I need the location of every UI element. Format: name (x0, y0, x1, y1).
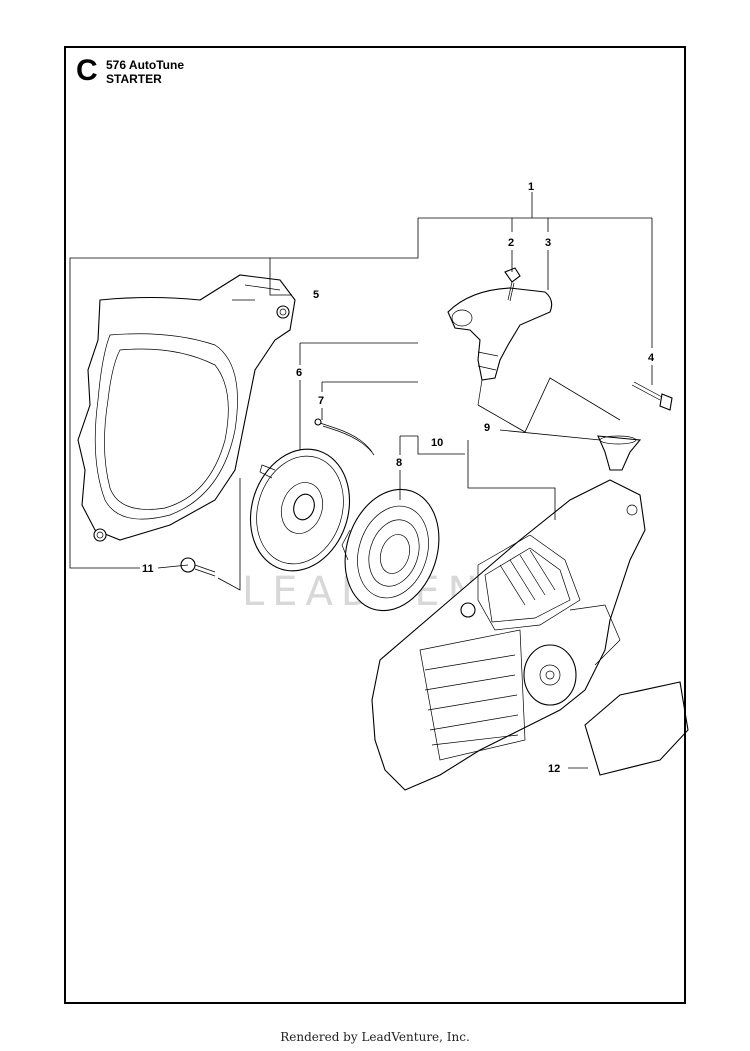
callout-1: 1 (528, 181, 534, 193)
callout-4: 4 (648, 352, 655, 364)
callout-5: 5 (313, 289, 319, 301)
part-2-screw[interactable] (504, 267, 521, 302)
callout-8: 8 (396, 457, 402, 469)
assembly-name: STARTER (106, 72, 162, 86)
part-5-fan-cover[interactable] (77, 274, 296, 542)
callout-10: 10 (431, 437, 443, 449)
callout-11: 11 (142, 563, 154, 575)
footer-credit: Rendered by LeadVenture, Inc. (280, 1030, 470, 1044)
callout-2: 2 (508, 237, 514, 249)
diagram-frame: C 576 AutoTune STARTER (64, 46, 686, 1004)
callout-9: 9 (484, 422, 490, 434)
callout-6: 6 (296, 367, 302, 379)
part-6-pulley[interactable] (235, 436, 365, 584)
callout-12: 12 (548, 763, 560, 775)
model-name: 576 AutoTune (106, 58, 185, 72)
section-letter: C (76, 54, 98, 87)
callout-3: 3 (545, 237, 551, 249)
part-9-guide[interactable] (597, 435, 642, 471)
title-block: 576 AutoTune STARTER (106, 58, 184, 86)
starter-housing[interactable] (371, 479, 646, 791)
callout-labels: 1 2 3 4 5 6 7 8 9 10 11 12 (142, 181, 655, 775)
leader-lines (69, 192, 653, 769)
part-3-handle[interactable] (447, 287, 553, 406)
part-8-recoil-spring[interactable] (330, 477, 454, 623)
callout-7: 7 (318, 395, 324, 407)
part-12-decal[interactable] (584, 681, 689, 776)
part-7-starter-cord[interactable] (314, 418, 375, 456)
part-4-screw[interactable] (631, 381, 673, 411)
